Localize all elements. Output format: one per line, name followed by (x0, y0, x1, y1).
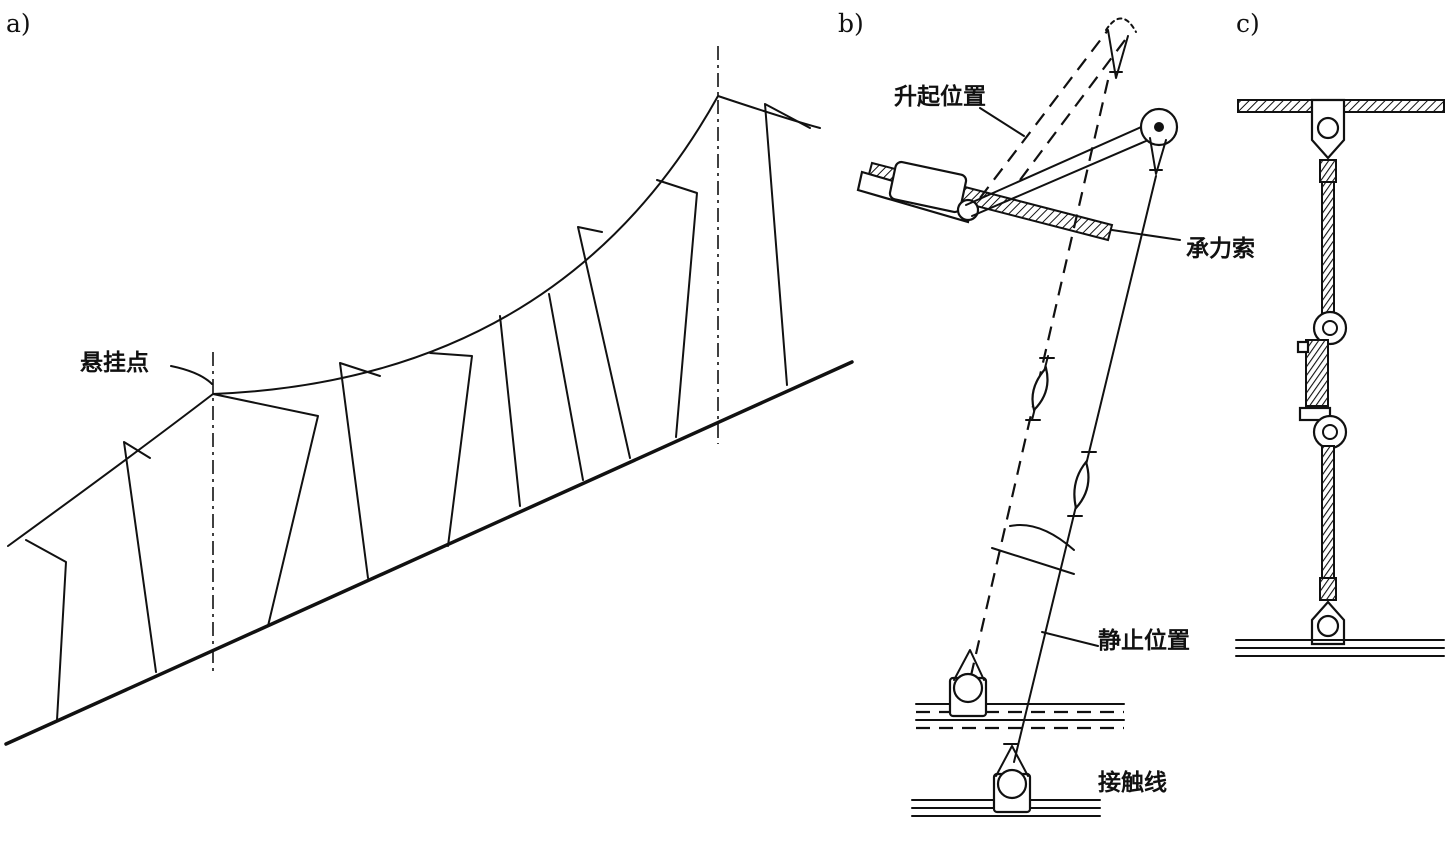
dropper (764, 103, 811, 386)
droppers (25, 103, 811, 721)
raised-dropper-left (979, 29, 1109, 199)
clamp-eye (952, 672, 984, 704)
turnbuckle-body (1031, 365, 1049, 413)
panel-b: b) 升起位置 (838, 9, 1255, 817)
lifting-arm-upper (965, 123, 1149, 206)
break-mark-upper (1009, 524, 1075, 551)
messenger-callout: 承力索 (1186, 236, 1255, 262)
link-ring-upper-hole (1322, 320, 1338, 336)
rope-upper (1321, 181, 1335, 319)
raised-loop (1107, 29, 1129, 79)
messenger-clamp-body (888, 160, 968, 214)
break-mark-lower (991, 547, 1075, 575)
top-clamp-eye (1316, 116, 1340, 140)
turnbuckle-body (1073, 459, 1090, 511)
link-sleeve (1305, 339, 1329, 407)
contact-wire-callout: 接触线 (1098, 769, 1167, 796)
rest-position-callout: 静止位置 (1098, 627, 1190, 654)
dropper (212, 393, 319, 627)
panel-c-label: c) (1236, 9, 1260, 38)
dropper (25, 539, 67, 721)
raised-position-leader (979, 107, 1025, 137)
raised-dropper-right (1019, 35, 1129, 181)
pulley-hub (1154, 122, 1164, 132)
messenger-leader (1111, 229, 1181, 241)
clamp-loop (995, 745, 1029, 777)
dropper (123, 441, 157, 673)
dropper (339, 362, 381, 579)
pulley-loop (1149, 137, 1167, 175)
panel-b-label: b) (838, 9, 864, 38)
link-ring-lower-hole (1322, 424, 1338, 440)
dropper (577, 226, 631, 459)
rest-position-leader (1041, 631, 1099, 647)
suspension-point-callout: 悬挂点 (80, 350, 149, 376)
contact-wire-raised (915, 649, 1125, 730)
lifting-arm-lower (971, 137, 1154, 217)
suspension-point-leader (170, 365, 213, 385)
dropper (548, 293, 584, 481)
bottom-clamp-eye (1316, 614, 1340, 638)
rope-lower (1321, 445, 1335, 579)
link-tab (1296, 340, 1310, 354)
dropper (499, 315, 521, 507)
ferrule-top (1319, 159, 1337, 183)
catenary-right-span (212, 95, 719, 395)
clamp-loop (953, 649, 985, 681)
raised-position-callout: 升起位置 (894, 83, 986, 110)
dropper (656, 179, 698, 438)
contact-wire-rest (911, 743, 1101, 817)
catenary-left-span (7, 393, 214, 547)
clamp-pivot (956, 198, 980, 222)
dropper (429, 352, 473, 547)
raised-loop-tip (1105, 17, 1137, 33)
catenary-continuation (717, 95, 821, 129)
turnbuckle-upper (1025, 355, 1055, 421)
panel-a: a) 悬挂点 (4, 9, 854, 746)
turnbuckle-lower (1067, 451, 1097, 517)
clamp-eye (996, 768, 1028, 800)
ferrule-bottom (1319, 577, 1337, 601)
panel-c: c) (1235, 9, 1445, 657)
contact-wire-line (4, 360, 854, 746)
panel-a-label: a) (6, 9, 31, 38)
